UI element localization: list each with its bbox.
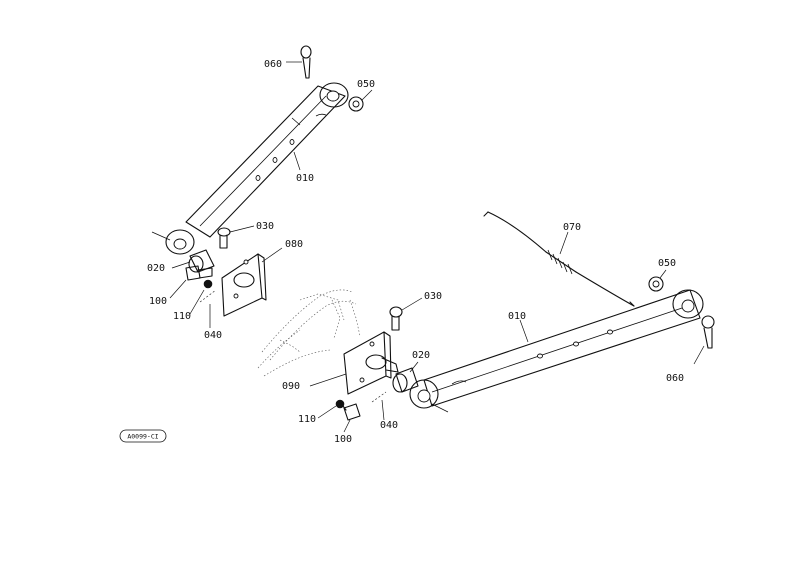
callout-070: 070 <box>563 222 581 233</box>
callout-060-right: 060 <box>666 373 684 384</box>
bolt-mid-100 <box>339 401 361 433</box>
lower-link-right <box>409 289 704 413</box>
check-rod-070 <box>483 211 635 307</box>
callout-060-top: 060 <box>264 59 282 70</box>
callout-040-mid: 040 <box>380 420 398 431</box>
bracket-mid-090 <box>309 331 399 395</box>
callout-040-left: 040 <box>204 330 222 341</box>
drawing-ref-text: A0099-CI <box>127 433 158 441</box>
bushing-mid-020 <box>392 361 419 393</box>
pin-mid-030 <box>389 297 423 331</box>
callout-020-left: 020 <box>147 263 165 274</box>
drawing-ref-badge: A0099-CI <box>119 429 167 443</box>
nut-mid-110 <box>317 399 345 419</box>
pin-left-030 <box>217 225 255 249</box>
callout-110-mid: 110 <box>298 414 316 425</box>
callout-020-mid: 020 <box>412 350 430 361</box>
lynch-pin-top <box>286 45 312 79</box>
callout-050-top: 050 <box>357 79 375 90</box>
callout-010-right: 010 <box>508 311 526 322</box>
callout-110-left: 110 <box>173 311 191 322</box>
callout-010-top: 010 <box>296 173 314 184</box>
washer-top <box>348 89 373 112</box>
callout-050-right: 050 <box>658 258 676 269</box>
lynch-pin-right <box>693 315 715 365</box>
lower-link-left <box>151 82 349 255</box>
bracket-left-080 <box>221 247 283 317</box>
leader-010-top <box>293 151 301 171</box>
callout-100-left: 100 <box>149 296 167 307</box>
bolt-left-100 <box>169 265 213 299</box>
tractor-frame-sketch <box>257 289 361 377</box>
split-pin-left-040 <box>199 289 217 328</box>
callout-100-mid: 100 <box>334 434 352 445</box>
nut-left-110 <box>189 279 213 315</box>
callout-080: 080 <box>285 239 303 250</box>
callout-090: 090 <box>282 381 300 392</box>
split-pin-mid-040 <box>371 391 387 421</box>
washer-right <box>648 269 667 292</box>
callout-030-top: 030 <box>256 221 274 232</box>
callout-030-mid: 030 <box>424 291 442 302</box>
